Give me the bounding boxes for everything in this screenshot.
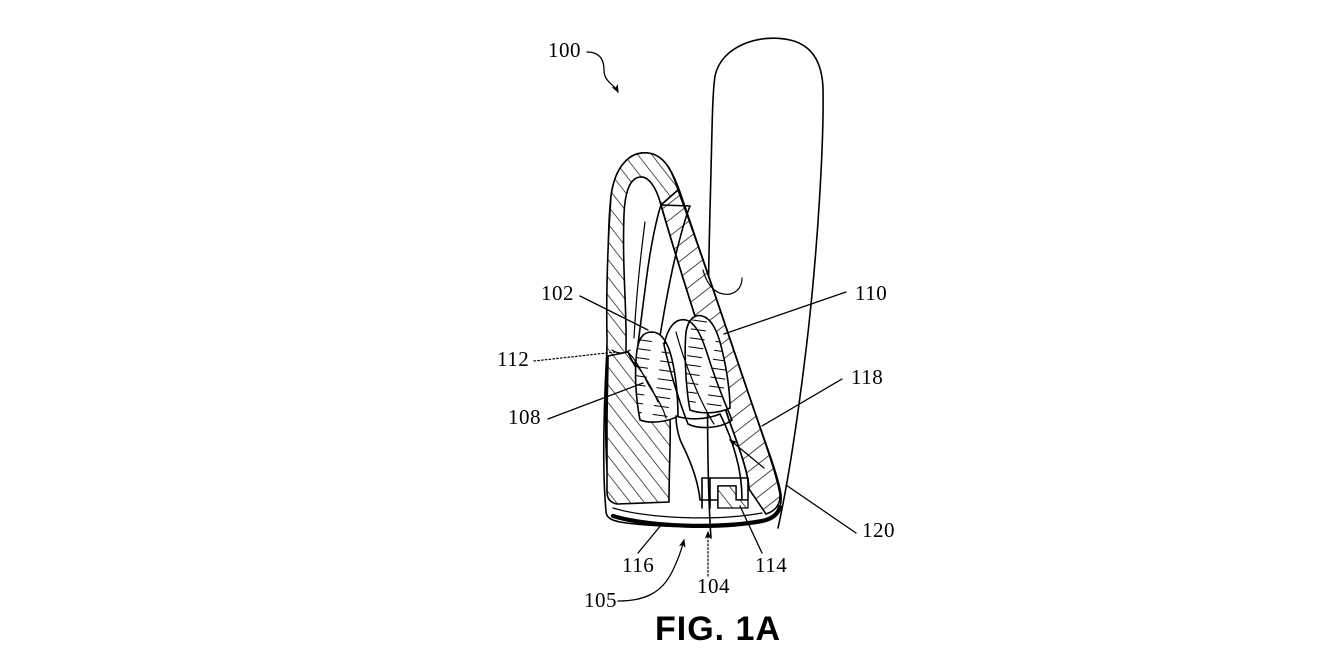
soft-tissue-hatched-regions: [634, 314, 731, 423]
ref-numeral-120: 120: [862, 518, 895, 542]
leader-108: [547, 382, 644, 420]
ref-numeral-114: 114: [755, 553, 787, 577]
leader-118: [761, 378, 843, 427]
ref-numeral-110: 110: [855, 281, 887, 305]
leader-112: [533, 351, 617, 362]
ref-numeral-108: 108: [508, 405, 541, 429]
ref-numeral-104: 104: [697, 574, 730, 598]
internal-chamber: [675, 413, 743, 501]
bottom-contact-surface: [610, 504, 783, 528]
central-inner-member: [663, 318, 733, 429]
leader-120: [785, 484, 857, 534]
ref-numeral-112: 112: [497, 347, 529, 371]
leader-102: [579, 295, 649, 331]
leader-110: [723, 291, 847, 335]
leader-116: [637, 523, 663, 554]
inner-ledge-contours: [611, 349, 667, 419]
break-line-curl: [702, 269, 743, 295]
reference-numerals: 100 102 110 112 108 118 120 116 104 114 …: [497, 38, 895, 612]
figure-caption: FIG. 1A: [655, 610, 781, 648]
leader-114: [739, 505, 763, 554]
ref-numeral-116: 116: [622, 553, 654, 577]
ref-numeral-100: 100: [548, 38, 581, 62]
leader-100: [586, 51, 619, 94]
chamber-indicator-arrow: [729, 439, 765, 469]
ref-numeral-102: 102: [541, 281, 574, 305]
base-slot-detail: [701, 477, 749, 509]
ref-numeral-118: 118: [851, 365, 883, 389]
leader-lines: [533, 51, 857, 602]
leader-105: [617, 538, 686, 602]
ref-numeral-105: 105: [584, 588, 617, 612]
